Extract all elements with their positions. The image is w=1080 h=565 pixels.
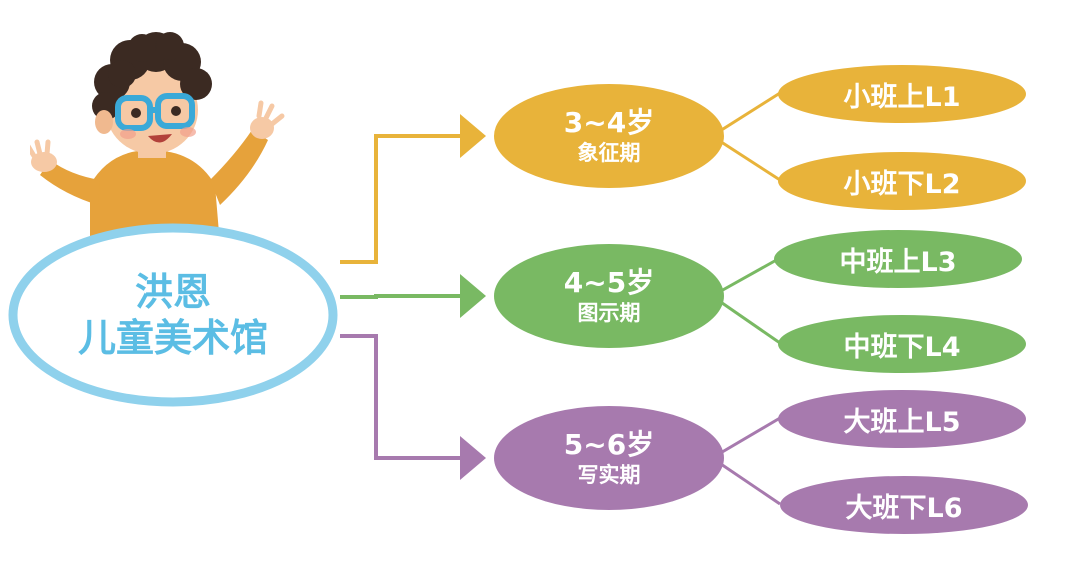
root-title-line2: 儿童美术馆: [77, 316, 268, 360]
level-node-l1: 小班上L1: [778, 65, 1026, 123]
age-node-3-4: 3~4岁 象征期: [494, 84, 724, 188]
level-node-l3: 中班上L3: [774, 230, 1022, 288]
arrow-head-icon: [460, 274, 486, 318]
branch-line: [711, 456, 781, 506]
stage-name: 象征期: [577, 141, 641, 165]
level-node-l6: 大班下L6: [780, 476, 1028, 534]
stage-name: 图示期: [577, 301, 641, 325]
level-node-l2: 小班下L2: [778, 152, 1026, 210]
level-node-l5: 大班上L5: [778, 390, 1026, 448]
branch-line: [711, 91, 781, 138]
stage-name: 写实期: [577, 463, 641, 487]
connector-line: [340, 294, 462, 299]
connector-line: [340, 334, 462, 460]
arrow-head-icon: [460, 114, 486, 158]
connector-line: [340, 134, 462, 264]
age-range: 4~5岁: [563, 266, 655, 299]
age-range: 3~4岁: [563, 106, 655, 139]
level-node-l4: 中班下L4: [778, 315, 1026, 373]
arrow-head-icon: [460, 436, 486, 480]
branch-line: [711, 134, 781, 182]
root-node: 洪恩 儿童美术馆: [6, 222, 340, 408]
age-node-4-5: 4~5岁 图示期: [494, 244, 724, 348]
root-title: 洪恩 儿童美术馆: [6, 222, 340, 408]
age-node-5-6: 5~6岁 写实期: [494, 406, 724, 510]
root-title-line1: 洪恩: [134, 270, 211, 314]
root-oval-shape: [8, 223, 338, 407]
mascot-icon: [30, 32, 285, 245]
branch-line: [711, 294, 781, 345]
age-range: 5~6岁: [563, 428, 655, 461]
branch-line: [711, 416, 781, 460]
